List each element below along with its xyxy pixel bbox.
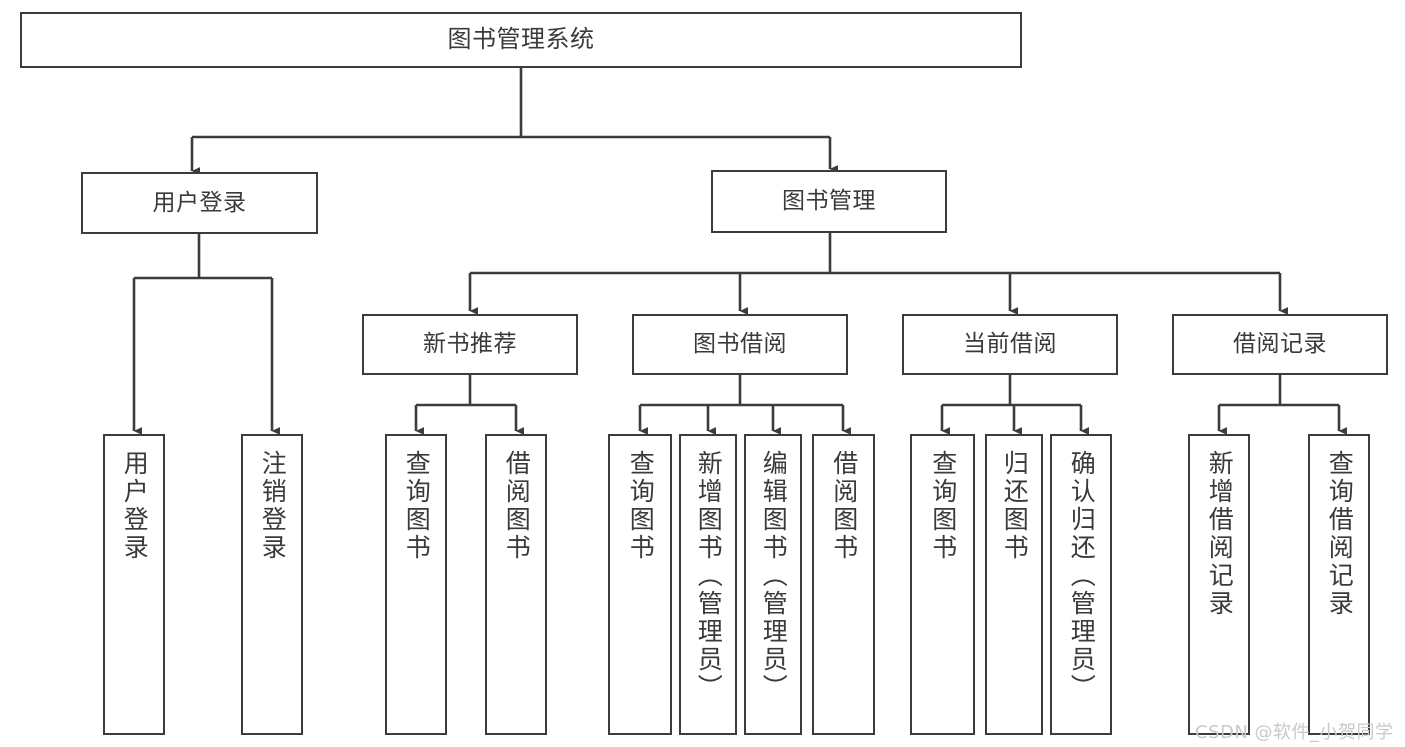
node-user-login-label: 用户登录 [152, 189, 247, 216]
leaf-label: 归还图书 [1000, 450, 1030, 562]
leaf-query-borrow-record[interactable]: 查询借阅记录 [1308, 434, 1370, 735]
csdn-watermark: CSDN @软件_小贺同学 [1195, 722, 1394, 743]
node-current-borrow[interactable]: 当前借阅 [902, 314, 1118, 375]
leaf-label: 查询图书 [928, 450, 958, 562]
leaf-return-book[interactable]: 归还图书 [985, 434, 1043, 735]
node-borrow-record[interactable]: 借阅记录 [1172, 314, 1388, 375]
leaf-label: 确认归还（管理员） [1067, 450, 1097, 702]
node-book-management-label: 图书管理 [782, 188, 876, 215]
leaf-label: 注销登录 [258, 450, 288, 562]
leaf-label: 查询图书 [626, 450, 656, 562]
leaf-label: 用户登录 [120, 450, 150, 562]
leaf-user-login[interactable]: 用户登录 [103, 434, 165, 735]
leaf-label: 查询借阅记录 [1325, 450, 1355, 618]
leaf-edit-book-admin[interactable]: 编辑图书（管理员） [744, 434, 802, 735]
node-new-book-recommend-label: 新书推荐 [423, 331, 517, 358]
leaf-label: 查询图书 [402, 450, 432, 562]
node-borrow-record-label: 借阅记录 [1233, 331, 1327, 358]
node-book-borrow[interactable]: 图书借阅 [632, 314, 848, 375]
leaf-query-book-borrow[interactable]: 查询图书 [608, 434, 672, 735]
leaf-label: 新增借阅记录 [1205, 450, 1235, 618]
leaf-confirm-return-admin[interactable]: 确认归还（管理员） [1050, 434, 1112, 735]
leaf-label: 新增图书（管理员） [694, 450, 724, 702]
leaf-query-book-current[interactable]: 查询图书 [910, 434, 975, 735]
node-current-borrow-label: 当前借阅 [963, 331, 1057, 358]
leaf-label: 借阅图书 [502, 450, 532, 562]
node-user-login[interactable]: 用户登录 [81, 172, 318, 234]
node-root-label: 图书管理系统 [447, 25, 595, 54]
leaf-query-book-newbook[interactable]: 查询图书 [385, 434, 447, 735]
node-root[interactable]: 图书管理系统 [20, 12, 1022, 68]
leaf-label: 借阅图书 [829, 450, 859, 562]
leaf-borrow-book-newbook[interactable]: 借阅图书 [485, 434, 547, 735]
node-book-management[interactable]: 图书管理 [711, 170, 947, 233]
node-book-borrow-label: 图书借阅 [693, 331, 787, 358]
leaf-label: 编辑图书（管理员） [759, 450, 789, 702]
leaf-borrow-book[interactable]: 借阅图书 [812, 434, 875, 735]
leaf-add-book-admin[interactable]: 新增图书（管理员） [679, 434, 737, 735]
leaf-logout[interactable]: 注销登录 [241, 434, 303, 735]
leaf-add-borrow-record[interactable]: 新增借阅记录 [1188, 434, 1250, 735]
node-new-book-recommend[interactable]: 新书推荐 [362, 314, 578, 375]
